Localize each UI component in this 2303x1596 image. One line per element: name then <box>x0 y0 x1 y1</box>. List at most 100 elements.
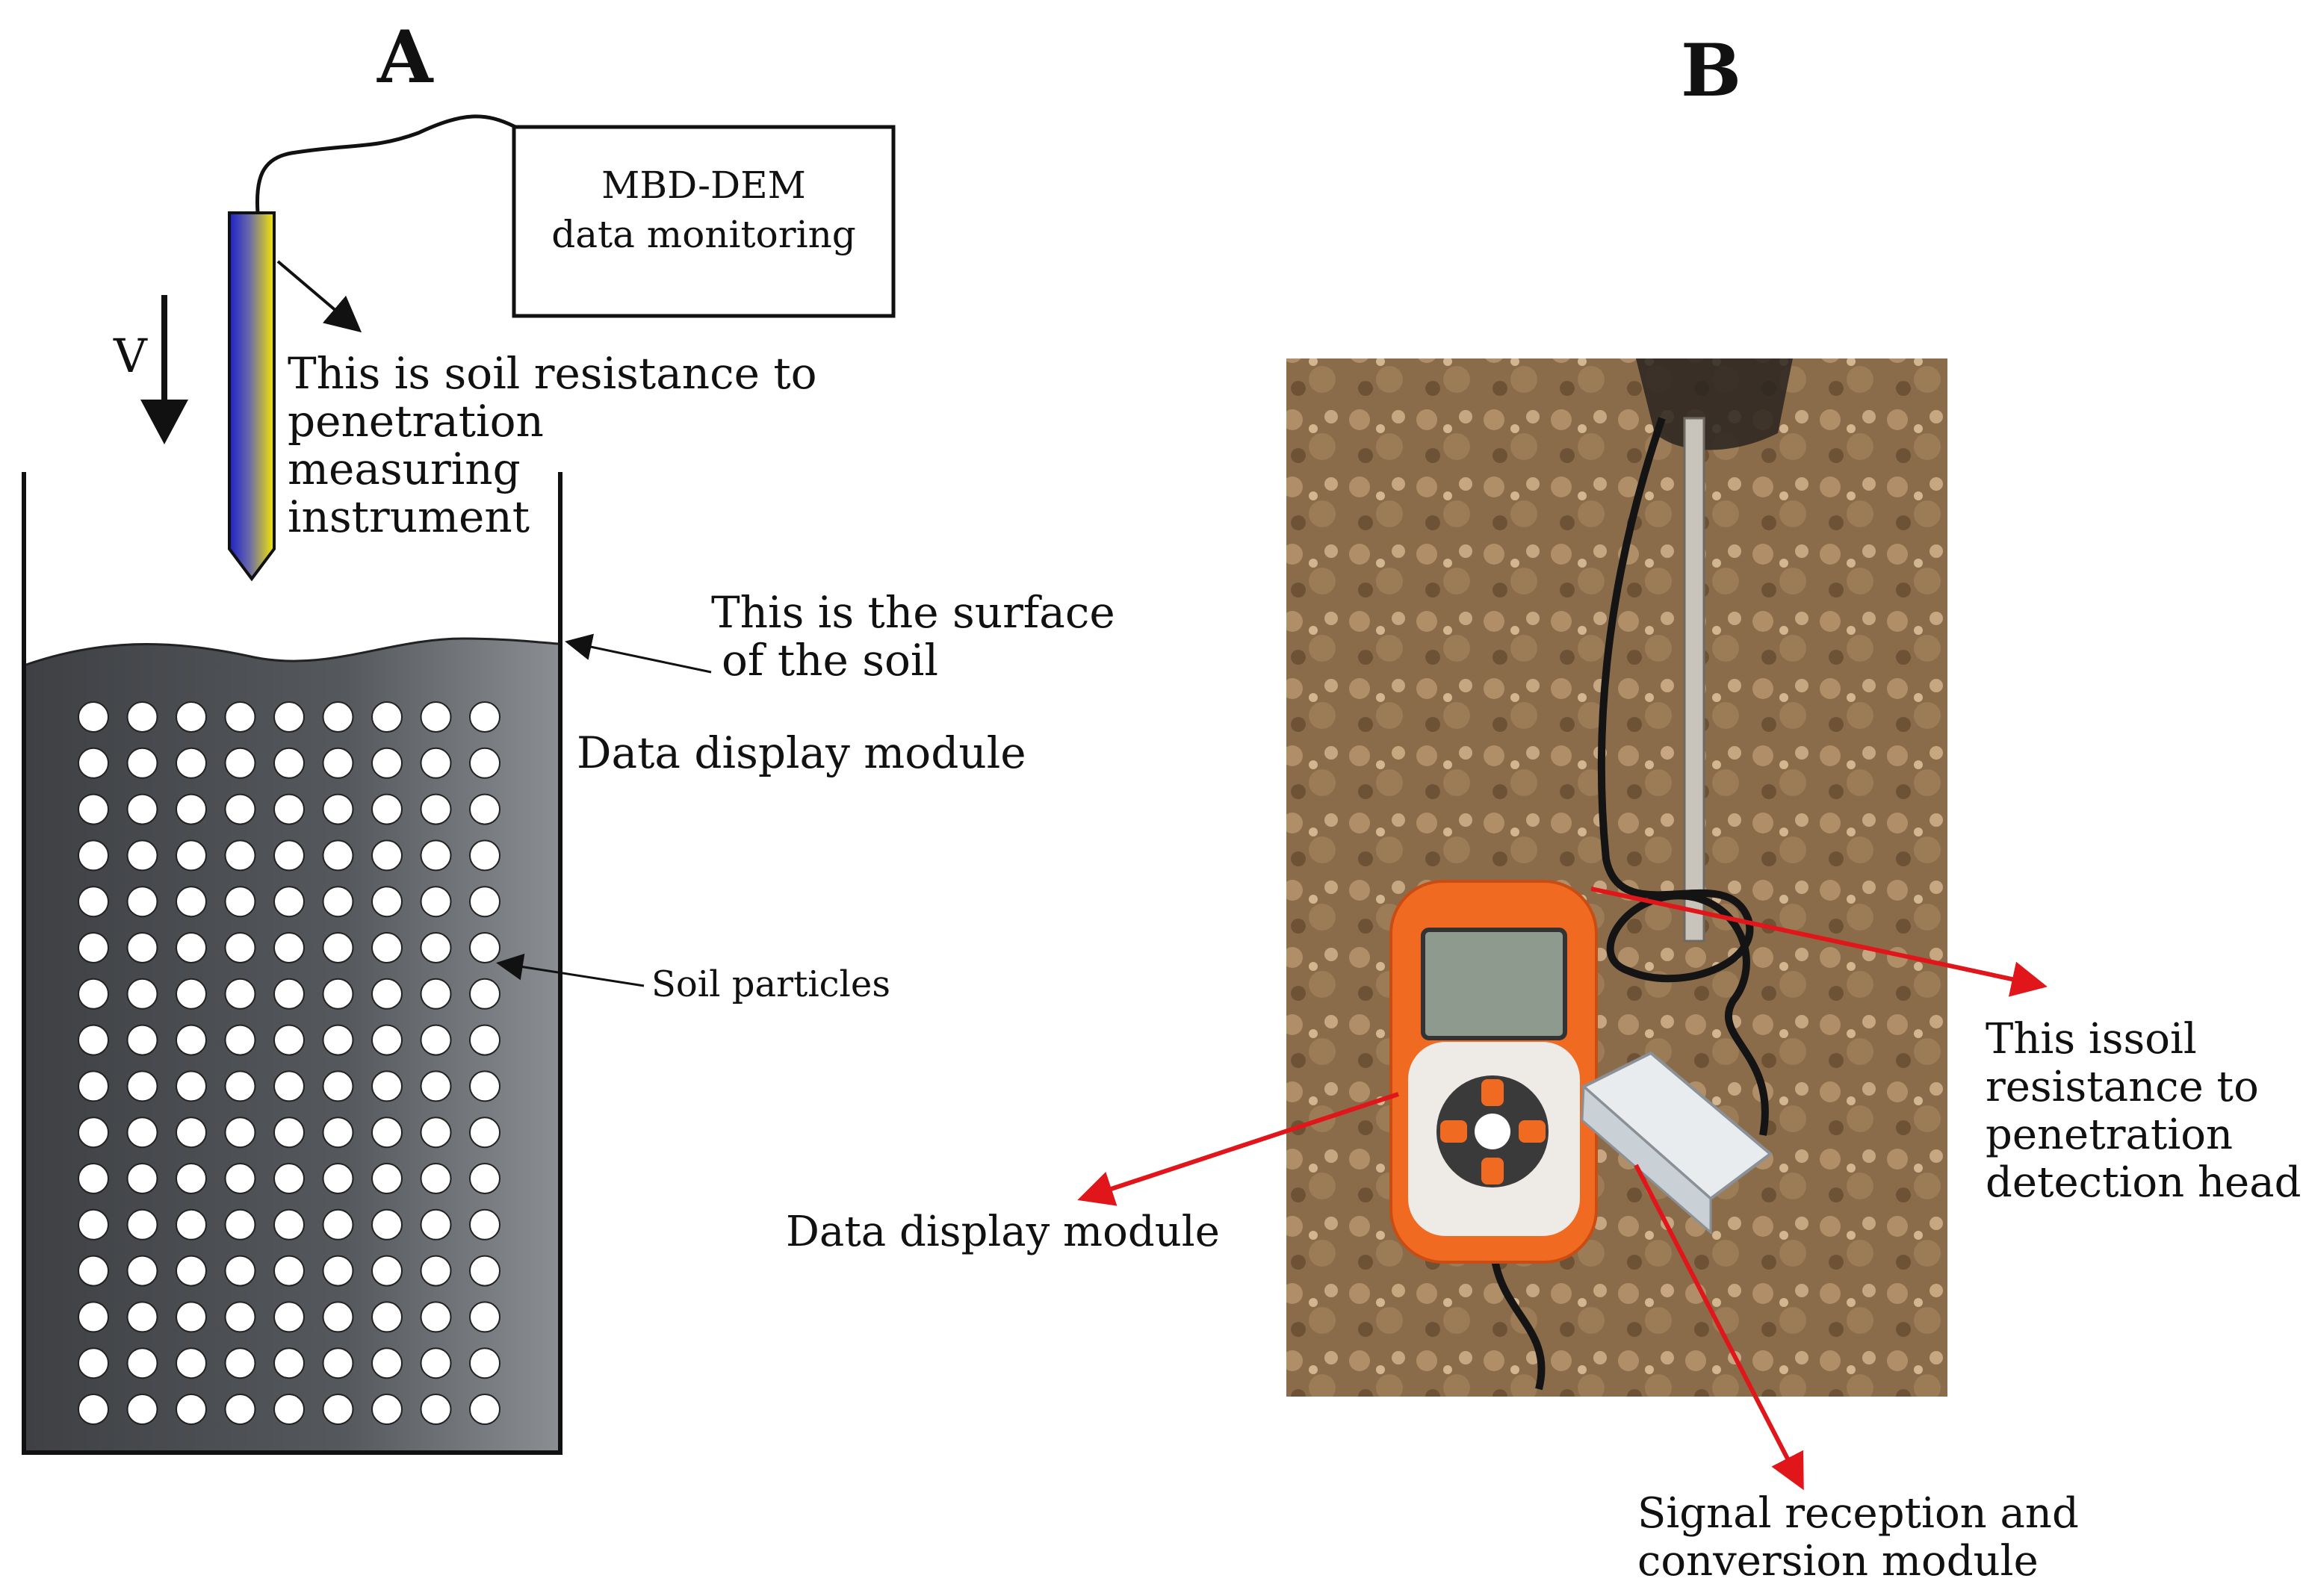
soil-particle <box>469 839 500 872</box>
soil-particle <box>224 886 256 918</box>
soil-particle <box>322 932 354 963</box>
device-cable-lower <box>1490 1254 1546 1391</box>
panel-b-photo <box>1077 358 2048 1491</box>
soil-particle <box>469 793 500 825</box>
soil-particle-grid <box>78 701 500 1425</box>
soil-particle <box>78 839 109 872</box>
soil-particle <box>322 1117 354 1149</box>
soil-particle <box>420 1301 452 1333</box>
soil-particle <box>273 1024 305 1056</box>
soil-particle <box>126 839 158 872</box>
soil-particle <box>420 886 452 918</box>
soil-particle <box>176 839 207 872</box>
soil-particle <box>371 1117 403 1149</box>
soil-particle <box>126 1163 158 1194</box>
soil-particle <box>176 793 207 825</box>
soil-particle <box>126 1394 158 1425</box>
soil-particle <box>469 1394 500 1425</box>
soil-particle <box>371 932 403 963</box>
instrument-label-line3: measuring <box>288 444 521 494</box>
soil-particle <box>273 978 305 1010</box>
soil-particle <box>78 793 109 825</box>
monitor-box-line1: MBD-DEM <box>601 164 806 207</box>
soil-particle <box>371 1208 403 1241</box>
soil-particle <box>273 1117 305 1149</box>
device-cable <box>1597 417 1769 1136</box>
detection-head-line1: This issoil <box>1986 1015 2197 1064</box>
soil-particle <box>273 1347 305 1379</box>
soil-particle <box>371 1347 403 1379</box>
panel-a-label: A <box>377 15 433 99</box>
soil-particle <box>420 1347 452 1379</box>
soil-particle <box>469 1117 500 1149</box>
probe-rod <box>1683 417 1705 943</box>
soil-particle <box>176 1024 207 1056</box>
soil-particle <box>78 1255 109 1287</box>
monitor-box <box>512 125 896 318</box>
signal-module-side <box>1581 1084 1712 1235</box>
soil-particle <box>224 1070 256 1102</box>
panel-a-drawing <box>22 114 896 1455</box>
soil-particle <box>78 886 109 918</box>
soil-particle <box>469 886 500 918</box>
soil-particle <box>273 886 305 918</box>
instrument-label-line1: This is soil resistance to <box>288 348 817 399</box>
handheld-device-screen <box>1421 928 1567 1040</box>
soil-particle <box>420 1208 452 1241</box>
soil-particle <box>469 1024 500 1056</box>
signal-module-label: Signal reception and conversion module <box>1637 1490 2079 1586</box>
soil-particle <box>224 932 256 963</box>
probe <box>228 211 276 582</box>
container <box>22 472 562 1455</box>
keypad-button-left <box>1440 1120 1467 1143</box>
soil-particle <box>78 932 109 963</box>
soil-particle <box>322 1208 354 1241</box>
soil-particle <box>224 1301 256 1333</box>
soil-particle <box>126 886 158 918</box>
soil-particle <box>371 1394 403 1425</box>
soil-particle <box>322 839 354 872</box>
soil-particle <box>224 1394 256 1425</box>
soil-particle <box>371 1024 403 1056</box>
soil-particle <box>273 1394 305 1425</box>
soil-particle <box>78 701 109 733</box>
soil-particle <box>126 793 158 825</box>
soil-particle <box>322 886 354 918</box>
soil-particle <box>322 978 354 1010</box>
soil-particle <box>469 932 500 963</box>
surface-label-line2: of the soil <box>722 635 939 686</box>
soil-particle <box>420 1255 452 1287</box>
soil-particle <box>78 1208 109 1241</box>
soil-particle <box>322 1163 354 1194</box>
soil-particle <box>176 1117 207 1149</box>
soil-particle <box>420 1070 452 1102</box>
soil-particle <box>322 1301 354 1333</box>
soil-particle <box>176 1208 207 1241</box>
soil-particle <box>371 793 403 825</box>
surface-label-line1: This is the surface <box>711 587 1115 638</box>
soil-particle <box>469 978 500 1010</box>
soil-particle <box>126 1347 158 1379</box>
soil-particle <box>371 1070 403 1102</box>
soil-particle <box>273 747 305 779</box>
soil-particle <box>224 978 256 1010</box>
soil-particle <box>224 1208 256 1241</box>
soil-particle <box>420 747 452 779</box>
panel-b-label: B <box>1681 28 1742 113</box>
keypad-button-right <box>1519 1120 1546 1143</box>
soil-particle <box>420 1394 452 1425</box>
soil-particle <box>176 1347 207 1379</box>
soil-particle <box>126 1117 158 1149</box>
display-arrow <box>1077 1092 1399 1206</box>
soil-particle <box>322 747 354 779</box>
detection-head-line2: resistance to <box>1986 1063 2259 1111</box>
soil-particle <box>322 793 354 825</box>
signal-arrow <box>1634 1164 1804 1491</box>
particles-label: Soil particles <box>651 963 890 1005</box>
soil-particle <box>371 701 403 733</box>
soil-particle <box>420 701 452 733</box>
soil-particle <box>322 701 354 733</box>
instrument-pointer <box>276 260 362 333</box>
probe-cable <box>255 114 517 214</box>
